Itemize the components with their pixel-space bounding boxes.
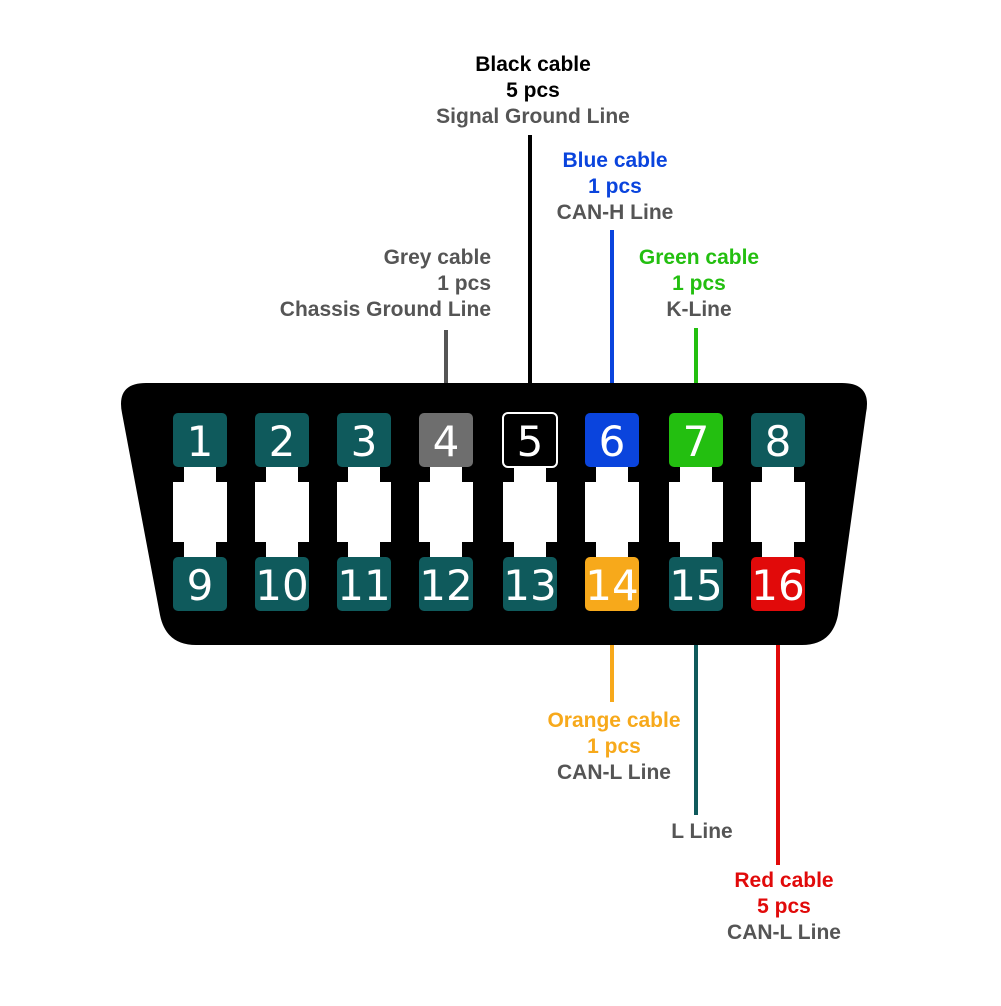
pin-3: 3 bbox=[337, 413, 391, 467]
label-green-cable: Green cable 1 pcs K-Line bbox=[639, 245, 759, 323]
pin-slots bbox=[173, 466, 805, 558]
pin-7-number: 7 bbox=[683, 417, 710, 466]
pin-2: 2 bbox=[255, 413, 309, 467]
pin-10: 10 bbox=[255, 557, 309, 611]
slot-4 bbox=[419, 466, 473, 558]
pin-2-number: 2 bbox=[269, 417, 296, 466]
label-black-cable-name: Black cable bbox=[475, 53, 591, 76]
pin-3-box bbox=[337, 413, 391, 467]
label-grey-cable-name: Grey cable bbox=[383, 246, 491, 269]
label-grey-cable: Grey cable 1 pcs Chassis Ground Line bbox=[280, 245, 491, 323]
pin-4-box bbox=[419, 413, 473, 467]
pin-16-box bbox=[751, 557, 805, 611]
pin-1-box bbox=[173, 413, 227, 467]
label-black-cable: Black cable 5 pcs Signal Ground Line bbox=[436, 52, 630, 130]
pin-5-number: 5 bbox=[517, 417, 544, 466]
pin-9-box bbox=[173, 557, 227, 611]
pin-9-number: 9 bbox=[187, 561, 214, 610]
pin-5-box bbox=[502, 412, 558, 468]
slot-3 bbox=[337, 466, 391, 558]
pin-1-number: 1 bbox=[187, 417, 214, 466]
label-red-cable-name: Red cable bbox=[734, 869, 834, 892]
label-red-cable-qty: 5 pcs bbox=[757, 895, 811, 918]
pin-6-box bbox=[585, 413, 639, 467]
label-grey-cable-line: Chassis Ground Line bbox=[279, 298, 491, 321]
pin-7-box bbox=[669, 413, 723, 467]
pin-4-number: 4 bbox=[433, 417, 460, 466]
pin-4: 4 bbox=[419, 413, 473, 467]
label-black-cable-qty: 5 pcs bbox=[506, 79, 560, 102]
label-green-cable-qty: 1 pcs bbox=[672, 272, 726, 295]
slot-2 bbox=[255, 466, 309, 558]
slot-7 bbox=[669, 466, 723, 558]
label-blue-cable-name: Blue cable bbox=[562, 149, 668, 172]
label-blue-cable-qty: 1 pcs bbox=[588, 175, 642, 198]
pin-7: 7 bbox=[669, 413, 723, 467]
pin-11: 11 bbox=[337, 557, 391, 611]
pin-13-box bbox=[503, 557, 557, 611]
pin-11-box bbox=[337, 557, 391, 611]
slot-8 bbox=[751, 466, 805, 558]
pin-14-number: 14 bbox=[585, 561, 638, 610]
pin-8: 8 bbox=[751, 413, 805, 467]
slot-1 bbox=[173, 466, 227, 558]
label-grey-cable-qty: 1 pcs bbox=[437, 272, 491, 295]
pin-9: 9 bbox=[173, 557, 227, 611]
label-green-cable-line: K-Line bbox=[666, 298, 732, 321]
pin-13-number: 13 bbox=[503, 561, 556, 610]
pin-6: 6 bbox=[585, 413, 639, 467]
pin-16-number: 16 bbox=[751, 561, 804, 610]
pin-15-box bbox=[669, 557, 723, 611]
pin-10-number: 10 bbox=[255, 561, 308, 610]
label-red-cable-line: CAN-L Line bbox=[727, 921, 841, 944]
pin-16: 16 bbox=[751, 557, 805, 611]
pin-14-box bbox=[585, 557, 639, 611]
pin-10-box bbox=[255, 557, 309, 611]
pin-8-number: 8 bbox=[765, 417, 792, 466]
pin-6-number: 6 bbox=[599, 417, 626, 466]
pin-12-box bbox=[419, 557, 473, 611]
label-orange-cable-qty: 1 pcs bbox=[587, 735, 641, 758]
slot-5 bbox=[503, 466, 557, 558]
label-orange-cable-line: CAN-L Line bbox=[557, 761, 671, 784]
label-orange-cable: Orange cable 1 pcs CAN-L Line bbox=[547, 708, 680, 786]
pin-5: 5 bbox=[502, 412, 558, 468]
pin-14: 14 bbox=[585, 557, 639, 611]
label-orange-cable-name: Orange cable bbox=[547, 709, 681, 732]
label-black-cable-line: Signal Ground Line bbox=[436, 105, 630, 128]
pin-2-box bbox=[255, 413, 309, 467]
pin-3-number: 3 bbox=[351, 417, 378, 466]
label-l-line-line: L Line bbox=[671, 820, 733, 843]
pin-12: 12 bbox=[419, 557, 473, 611]
pin-15: 15 bbox=[669, 557, 723, 611]
label-blue-cable-line: CAN-H Line bbox=[556, 201, 674, 224]
pin-13: 13 bbox=[503, 557, 557, 611]
label-l-line: L Line bbox=[671, 819, 732, 845]
pin-1: 1 bbox=[173, 413, 227, 467]
label-blue-cable: Blue cable 1 pcs CAN-H Line bbox=[557, 148, 674, 226]
pin-11-number: 11 bbox=[337, 561, 390, 610]
label-red-cable: Red cable 5 pcs CAN-L Line bbox=[727, 868, 841, 946]
label-green-cable-name: Green cable bbox=[638, 246, 760, 269]
slot-6 bbox=[585, 466, 639, 558]
pin-15-number: 15 bbox=[669, 561, 722, 610]
pin-12-number: 12 bbox=[419, 561, 472, 610]
pin-8-box bbox=[751, 413, 805, 467]
